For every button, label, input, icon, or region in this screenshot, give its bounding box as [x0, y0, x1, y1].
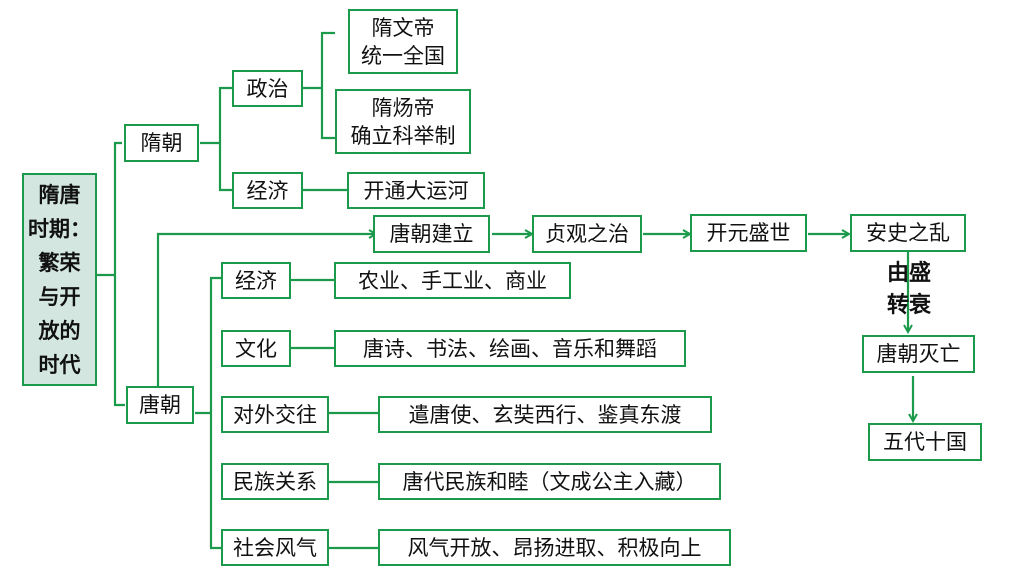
- tang-aspect-detail: 风气开放、昂扬进取、积极向上: [378, 529, 731, 566]
- tang-aspect-node: 经济: [221, 262, 291, 299]
- timeline-node: 贞观之治: [532, 215, 642, 253]
- decline-label: 由盛 转衰: [886, 261, 931, 318]
- tang-aspect-node: 民族关系: [221, 463, 329, 500]
- sui-economy-item: 开通大运河: [347, 172, 485, 209]
- timeline-node: 开元盛世: [690, 214, 807, 252]
- tang-aspect-detail: 唐诗、书法、绘画、音乐和舞蹈: [334, 330, 686, 367]
- root-bracket: [97, 141, 125, 407]
- tang-aspect-detail: 农业、手工业、商业: [334, 262, 571, 299]
- timeline-node: 安史之乱: [850, 214, 966, 252]
- tang-aspect-node: 社会风气: [221, 529, 329, 566]
- timeline-node: 唐朝建立: [373, 215, 490, 253]
- sui-economy-node: 经济: [232, 172, 303, 209]
- sui-dynasty-node: 隋朝: [124, 124, 199, 162]
- sui-bracket: [200, 86, 232, 192]
- tang-aspect-node: 文化: [221, 330, 291, 367]
- tang-aspect-detail: 遣唐使、玄奘西行、鉴真东渡: [378, 396, 712, 433]
- sui-politics-item: 隋文帝 统一全国: [348, 9, 458, 74]
- tang-timeline-link: [156, 234, 376, 393]
- tang-dynasty-node: 唐朝: [126, 386, 194, 424]
- sui-politics-item: 隋炀帝 确立科举制: [335, 89, 471, 154]
- tang-bracket: [195, 276, 221, 550]
- sui-politics-node: 政治: [232, 70, 303, 107]
- root-topic: 隋唐 时期： 繁荣 与开 放的 时代: [22, 173, 97, 386]
- tang-aspect-node: 对外交往: [221, 396, 329, 433]
- tang-aspect-detail: 唐代民族和睦（文成公主入藏）: [378, 463, 721, 500]
- fall-node: 唐朝灭亡: [862, 335, 975, 373]
- politics-bracket: [303, 31, 335, 140]
- fall-node: 五代十国: [868, 423, 982, 461]
